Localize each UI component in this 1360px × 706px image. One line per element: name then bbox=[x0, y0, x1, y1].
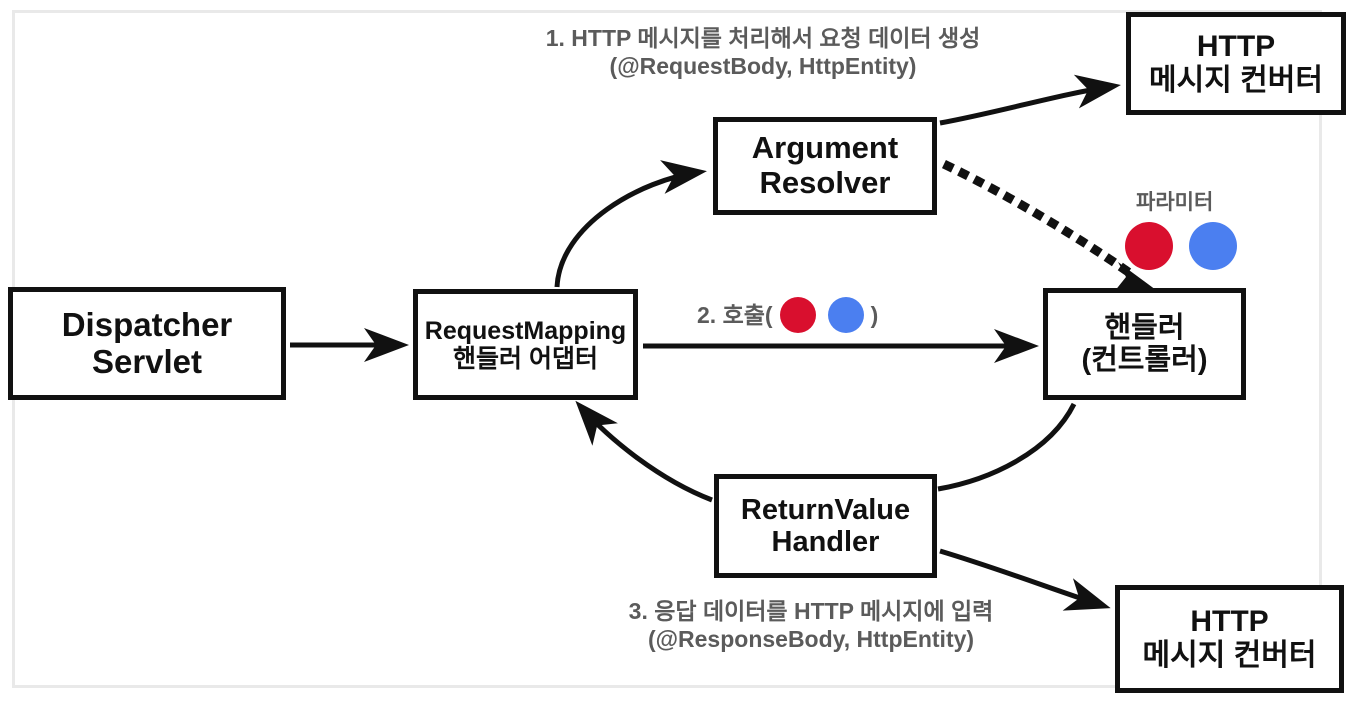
node-http-message-converter-bottom[interactable]: HTTP 메시지 컨버터 bbox=[1115, 585, 1344, 693]
annotation-step-1-line1: 1. HTTP 메시지를 처리해서 요청 데이터 생성 bbox=[545, 25, 981, 51]
node-request-mapping-handler-adapter[interactable]: RequestMapping 핸들러 어댑터 bbox=[413, 289, 638, 400]
node-argument-resolver[interactable]: Argument Resolver bbox=[713, 117, 937, 215]
node-return-value-handler-line2: Handler bbox=[771, 526, 880, 558]
parameter-dots-group bbox=[1125, 222, 1237, 270]
annotation-step-3-line2: (@ResponseBody, HttpEntity) bbox=[647, 626, 975, 653]
node-handler-line1: 핸들러 bbox=[1104, 311, 1185, 344]
node-http-message-converter-top[interactable]: HTTP 메시지 컨버터 bbox=[1126, 12, 1346, 115]
node-request-mapping-line1: RequestMapping bbox=[424, 316, 627, 345]
node-dispatcher-servlet-line1: Dispatcher bbox=[61, 305, 233, 343]
annotation-step-1: 1. HTTP 메시지를 처리해서 요청 데이터 생성 (@RequestBod… bbox=[508, 24, 1018, 80]
annotation-step-2: 2. 호출( ) bbox=[697, 297, 878, 333]
parameter-dot-blue bbox=[1189, 222, 1237, 270]
annotation-step-2-suffix: ) bbox=[870, 301, 879, 328]
node-request-mapping-line2: 핸들러 어댑터 bbox=[453, 344, 598, 373]
node-argument-resolver-line1: Argument bbox=[751, 130, 899, 166]
annotation-step-1-line2: (@RequestBody, HttpEntity) bbox=[609, 53, 917, 80]
node-argument-resolver-line2: Resolver bbox=[759, 165, 891, 200]
parameter-dot-red-inline bbox=[779, 297, 816, 333]
node-return-value-handler[interactable]: ReturnValue Handler bbox=[714, 474, 937, 578]
node-http-message-converter-top-line1: HTTP bbox=[1196, 29, 1276, 63]
annotation-step-2-prefix: 2. 호출( bbox=[697, 301, 773, 328]
node-handler-controller[interactable]: 핸들러 (컨트롤러) bbox=[1043, 288, 1246, 400]
annotation-step-3-line1: 3. 응답 데이터를 HTTP 메시지에 입력 bbox=[628, 598, 994, 624]
node-dispatcher-servlet-line2: Servlet bbox=[91, 342, 203, 380]
parameter-dot-blue-inline bbox=[827, 297, 864, 333]
node-http-message-converter-top-line2: 메시지 컨버터 bbox=[1149, 63, 1323, 97]
node-handler-line2: (컨트롤러) bbox=[1081, 344, 1208, 376]
node-http-message-converter-bottom-line2: 메시지 컨버터 bbox=[1142, 639, 1317, 672]
parameter-dot-red bbox=[1125, 222, 1173, 270]
annotation-step-3: 3. 응답 데이터를 HTTP 메시지에 입력 (@ResponseBody, … bbox=[556, 597, 1066, 653]
annotation-parameter-label: 파라미터 bbox=[1136, 191, 1214, 214]
node-return-value-handler-line1: ReturnValue bbox=[740, 493, 911, 526]
node-dispatcher-servlet[interactable]: Dispatcher Servlet bbox=[8, 287, 286, 400]
node-http-message-converter-bottom-line1: HTTP bbox=[1190, 605, 1269, 639]
